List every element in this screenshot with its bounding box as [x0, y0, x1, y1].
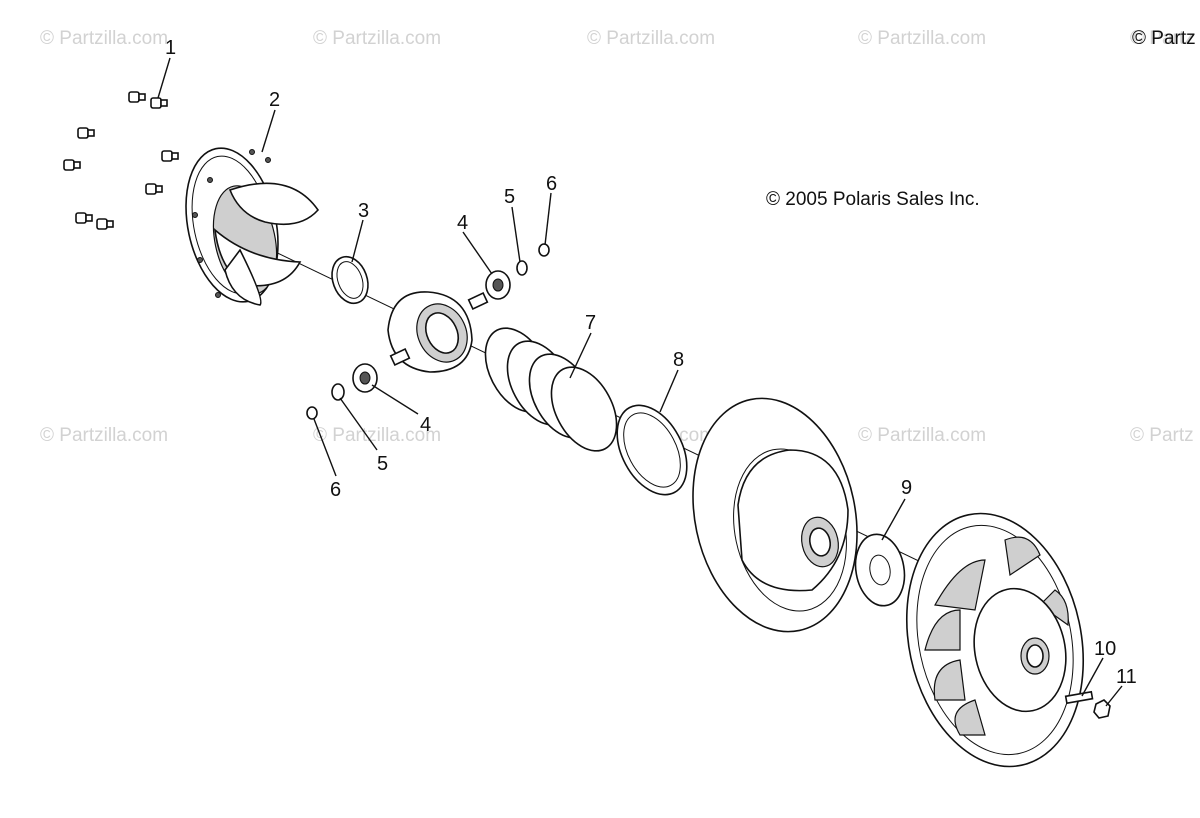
watermark: © Partzilla.com: [858, 425, 986, 446]
screws-part-1: [63, 91, 179, 230]
washer-part-5-upper: [516, 260, 528, 276]
callout-4-lower: 4: [420, 414, 431, 436]
callout-5-lower: 5: [377, 453, 388, 475]
watermark: © Partzilla.com: [858, 28, 986, 49]
copyright-corner: © Partz: [1132, 28, 1196, 49]
watermark: © Partzilla.com: [313, 425, 441, 446]
bushing-part-4-lower: [352, 363, 378, 393]
watermark: © Partzilla.com: [40, 28, 168, 49]
sheave-disc: [692, 397, 858, 633]
callout-11: 11: [1116, 666, 1137, 688]
cover-part-2: [185, 147, 320, 306]
watermark: © Partzilla.com: [587, 28, 715, 49]
watermark: © Partz: [1130, 28, 1194, 49]
callout-2: 2: [269, 89, 280, 111]
moveable-sheave: [905, 512, 1085, 768]
callout-1: 1: [165, 37, 176, 59]
clip-part-6-upper: [538, 243, 550, 257]
callout-9: 9: [901, 477, 912, 499]
nut-part-11: [1093, 699, 1111, 719]
bushing-part-4-upper: [485, 270, 511, 300]
callout-7: 7: [585, 312, 596, 334]
callout-4-upper: 4: [457, 212, 468, 234]
callout-5-upper: 5: [504, 186, 515, 208]
callout-8: 8: [673, 349, 684, 371]
hub-assembly: [387, 291, 489, 373]
clip-part-6-lower: [306, 406, 318, 420]
callout-3: 3: [358, 200, 369, 222]
watermark: © Partzilla.com: [40, 425, 168, 446]
callout-6-lower: 6: [330, 479, 341, 501]
copyright-notice: © 2005 Polaris Sales Inc.: [766, 189, 980, 210]
watermark: © Partzilla.com: [313, 28, 441, 49]
leader-lines: [157, 57, 1123, 707]
watermark: © Partz: [1130, 425, 1194, 446]
washer-part-5-lower: [331, 383, 345, 401]
seal-ring-part-8: [616, 404, 688, 496]
snap-ring-part-3: [331, 255, 369, 305]
callout-6-upper: 6: [546, 173, 557, 195]
washer-part-9: [854, 533, 906, 607]
callout-10: 10: [1094, 638, 1116, 660]
spring-part-7: [484, 327, 618, 452]
bolt-part-10: [1064, 690, 1094, 705]
